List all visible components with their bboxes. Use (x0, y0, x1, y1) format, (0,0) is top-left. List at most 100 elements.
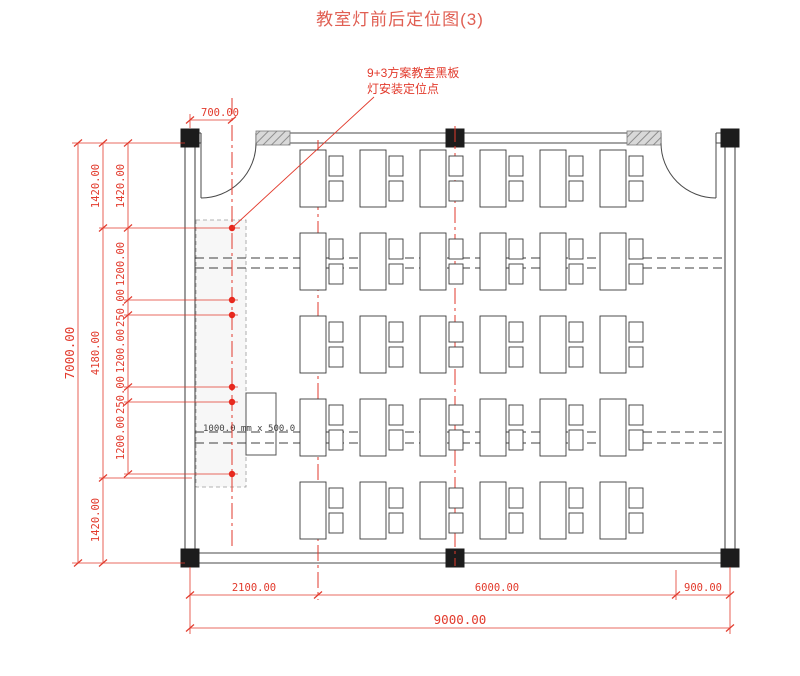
desk-table (479, 232, 507, 291)
dim-height-inner-0: 1420.00 (115, 164, 127, 208)
desk-chair (388, 155, 404, 177)
desk-chair (388, 487, 404, 509)
desk-table (539, 481, 567, 540)
desk-chair (628, 238, 644, 260)
callout-line1: 9+3方案教室黑板 (367, 65, 459, 80)
desk-chair (328, 429, 344, 451)
desk-chair (568, 404, 584, 426)
desk-chair (628, 404, 644, 426)
desk-chair (628, 429, 644, 451)
desk-unit (539, 398, 584, 457)
desk-table (599, 149, 627, 208)
desk-table (599, 398, 627, 457)
desk-chair (508, 263, 524, 285)
desk-chair (508, 429, 524, 451)
desk-unit (479, 481, 524, 540)
desk-chair (328, 487, 344, 509)
desk-unit (419, 398, 464, 457)
desk-chair (448, 238, 464, 260)
desk-chair (448, 404, 464, 426)
desk-table (359, 398, 387, 457)
desk-chair (508, 404, 524, 426)
desk-unit (299, 149, 344, 208)
column (180, 128, 200, 148)
desk-chair (328, 263, 344, 285)
dim-height-inner-1: 1200.00 (115, 242, 127, 286)
desk-chair (448, 180, 464, 202)
desk-chair (388, 180, 404, 202)
dim-height-total: 7000.00 (62, 327, 77, 380)
desk-unit (359, 315, 404, 374)
desk-unit (479, 398, 524, 457)
desk-chair (388, 321, 404, 343)
desk-table (599, 481, 627, 540)
desk-table (419, 149, 447, 208)
desk-chair (448, 263, 464, 285)
desk-unit (359, 232, 404, 291)
desk-unit (359, 398, 404, 457)
wall-piers (255, 130, 662, 146)
dim-height-outer-2: 1420.00 (90, 498, 102, 542)
desk-chair (448, 346, 464, 368)
column (180, 548, 200, 568)
podium-size-label: 1000.0 mm x 500.0 (203, 424, 295, 434)
desk-chair (448, 429, 464, 451)
desk-table (359, 315, 387, 374)
desk-chair (508, 487, 524, 509)
desk-table (539, 398, 567, 457)
desk-table (479, 398, 507, 457)
desk-table (419, 315, 447, 374)
dimension-lines (72, 114, 731, 634)
desk-table (539, 315, 567, 374)
desk-chair (388, 238, 404, 260)
page-title: 教室灯前后定位图(3) (316, 10, 484, 29)
desk-unit (539, 315, 584, 374)
desk-chair (568, 346, 584, 368)
desk-unit (479, 315, 524, 374)
blackboard-zone (195, 219, 247, 488)
dim-width-total: 9000.00 (434, 612, 487, 627)
door-right (660, 142, 717, 199)
dim-width-0: 2100.00 (232, 582, 276, 594)
desk-chair (388, 512, 404, 534)
desk-chair (388, 346, 404, 368)
desk-chair (328, 180, 344, 202)
desk-chair (328, 155, 344, 177)
desk-chair (568, 155, 584, 177)
door-pier (626, 130, 662, 146)
desk-table (299, 232, 327, 291)
desk-unit (599, 232, 644, 291)
desk-unit (419, 315, 464, 374)
desk-table (479, 149, 507, 208)
desk-table (479, 315, 507, 374)
desk-unit (299, 315, 344, 374)
desk-table (419, 398, 447, 457)
desk-chair (628, 346, 644, 368)
desk-unit (479, 232, 524, 291)
column (720, 548, 740, 568)
door-pier (255, 130, 291, 146)
dim-width-2: 900.00 (684, 582, 722, 594)
desk-unit (479, 149, 524, 208)
desk-unit (539, 149, 584, 208)
desk-chair (628, 321, 644, 343)
desk-chair (508, 180, 524, 202)
desk-chair (568, 487, 584, 509)
desk-chair (628, 512, 644, 534)
desk-table (359, 149, 387, 208)
dim-height-outer-1: 4180.00 (90, 331, 102, 375)
desk-chair (328, 512, 344, 534)
dim-door-offset: 700.00 (201, 107, 239, 119)
desk-table (539, 149, 567, 208)
desk-chair (568, 512, 584, 534)
desk-chair (448, 155, 464, 177)
dim-height-inner-5: 1200.00 (115, 416, 127, 460)
column (720, 128, 740, 148)
desk-chair (628, 263, 644, 285)
desk-chair (508, 321, 524, 343)
desk-table (419, 481, 447, 540)
desk-unit (299, 398, 344, 457)
desk-unit (299, 232, 344, 291)
podium (245, 392, 277, 456)
